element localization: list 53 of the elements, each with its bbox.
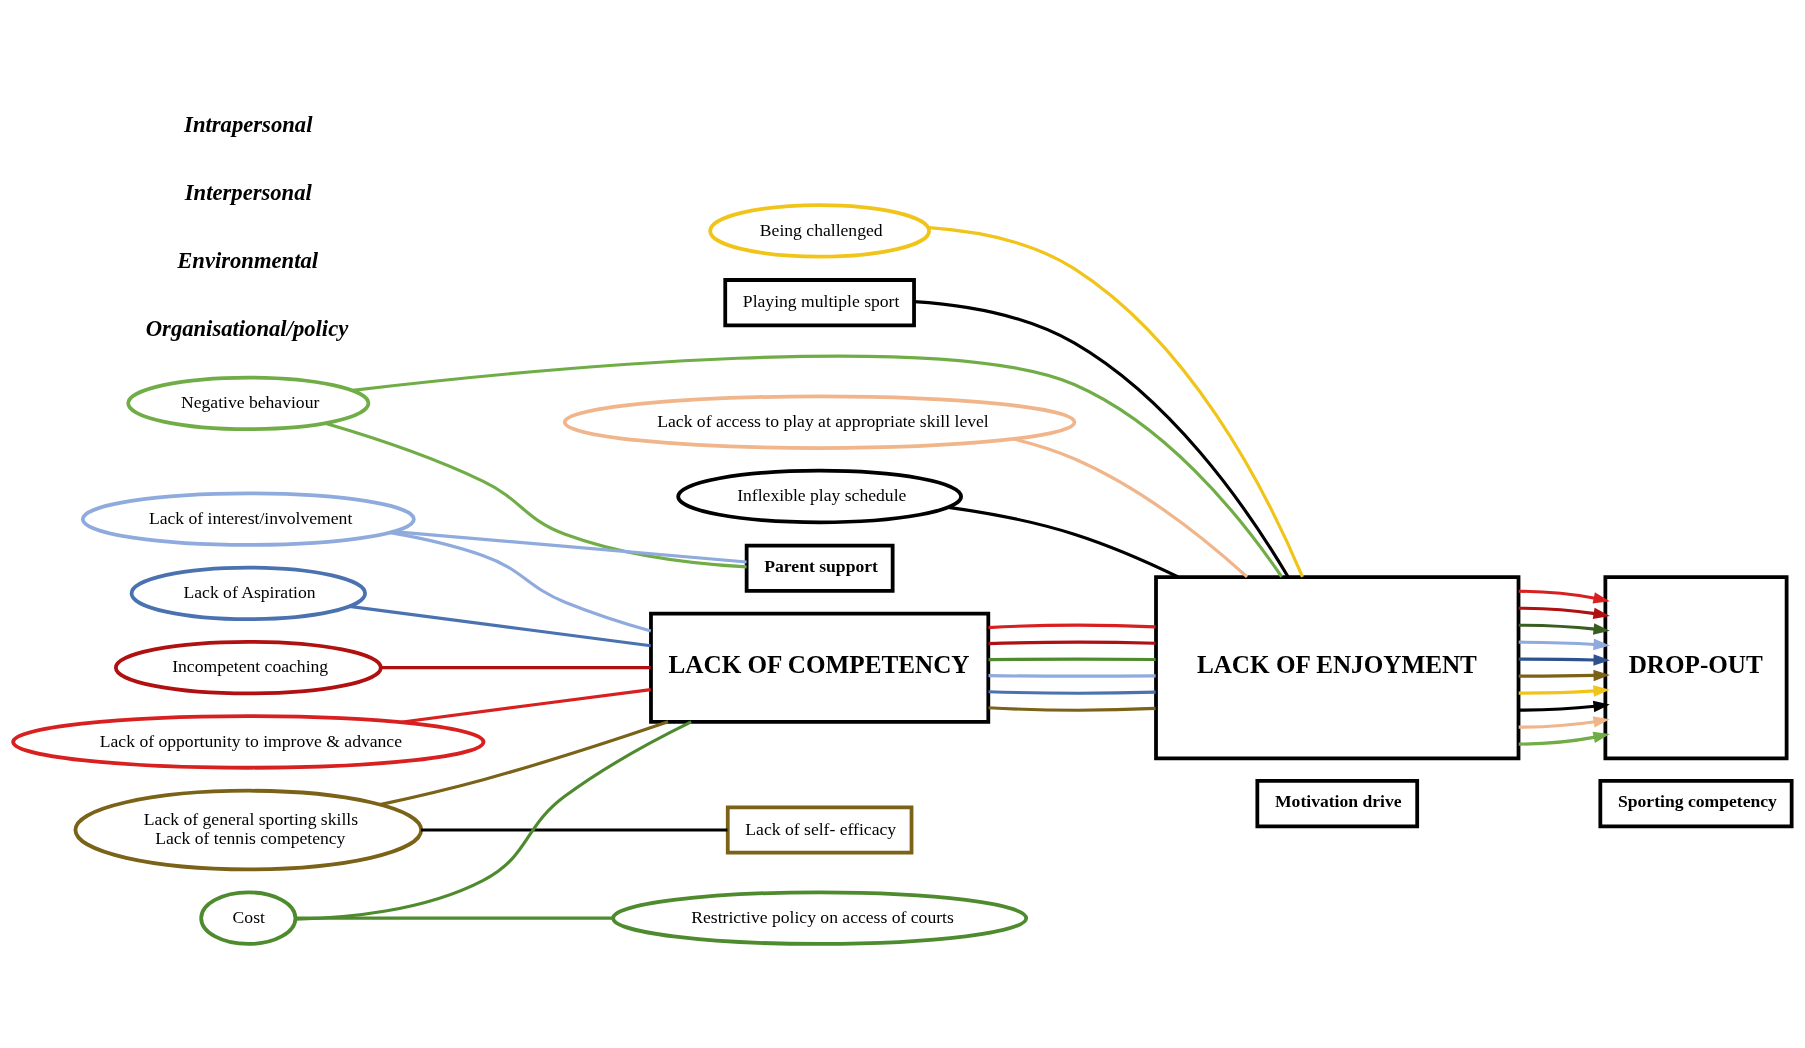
connector — [928, 225, 1304, 577]
label: Intrapersonal — [184, 111, 313, 137]
connector — [988, 657, 1156, 661]
connector — [421, 827, 728, 832]
connector — [393, 529, 747, 564]
arrow — [1518, 715, 1610, 729]
connector — [988, 673, 1156, 678]
node-box: LACK OF COMPETENCY — [649, 611, 991, 724]
node-ellipse: Lack of access to play at appropriate skill level — [562, 394, 1077, 450]
node-ellipse: Incompetent coaching — [114, 639, 383, 695]
connector — [948, 505, 1179, 578]
label: Interpersonal — [184, 179, 312, 205]
arrow — [1518, 622, 1610, 635]
connector — [379, 719, 669, 806]
connector — [1013, 436, 1249, 578]
node-box: DROP-OUT — [1603, 574, 1789, 760]
connector — [352, 354, 1283, 578]
connector — [324, 421, 747, 568]
node-box: Parent support — [744, 543, 895, 593]
connector — [988, 623, 1156, 629]
connector — [914, 299, 1290, 578]
node-ellipse: Inflexible play schedule — [676, 468, 963, 524]
connector — [988, 689, 1156, 695]
node-ellipse: Lack of general sporting skills Lack of tennis competency — [73, 788, 424, 871]
arrow — [1518, 731, 1610, 746]
connector — [381, 665, 651, 669]
connector — [988, 705, 1156, 712]
node-box: Lack of self- efficacy — [725, 805, 914, 855]
label: Organisational/policy — [145, 315, 349, 341]
node-ellipse: Restrictive policy on access of courts — [611, 889, 1029, 946]
node-ellipse: Being challenged — [708, 202, 931, 259]
connector — [400, 687, 651, 724]
arrow — [1518, 700, 1610, 712]
node-box: Sporting competency — [1598, 778, 1794, 828]
arrow — [1518, 638, 1610, 650]
node-box: LACK OF ENJOYMENT — [1154, 574, 1521, 760]
arrow — [1518, 653, 1610, 666]
node-box: Motivation drive — [1255, 778, 1420, 828]
connector — [389, 530, 652, 633]
connector — [295, 720, 692, 921]
node-ellipse: Lack of opportunity to improve & advance — [11, 713, 486, 770]
arrow — [1518, 684, 1610, 697]
node-ellipse: Cost — [199, 889, 298, 946]
node-ellipse: Lack of interest/involvement — [80, 490, 416, 547]
node-ellipse: Negative behaviour — [126, 375, 371, 431]
arrow — [1518, 589, 1610, 604]
connector — [349, 604, 651, 647]
node-ellipse: Lack of Aspiration — [129, 565, 367, 621]
label: Environmental — [177, 247, 319, 273]
node-box: Playing multiple sport — [723, 277, 916, 327]
arrow — [1518, 606, 1610, 619]
connector — [988, 640, 1156, 645]
arrow — [1518, 669, 1610, 681]
